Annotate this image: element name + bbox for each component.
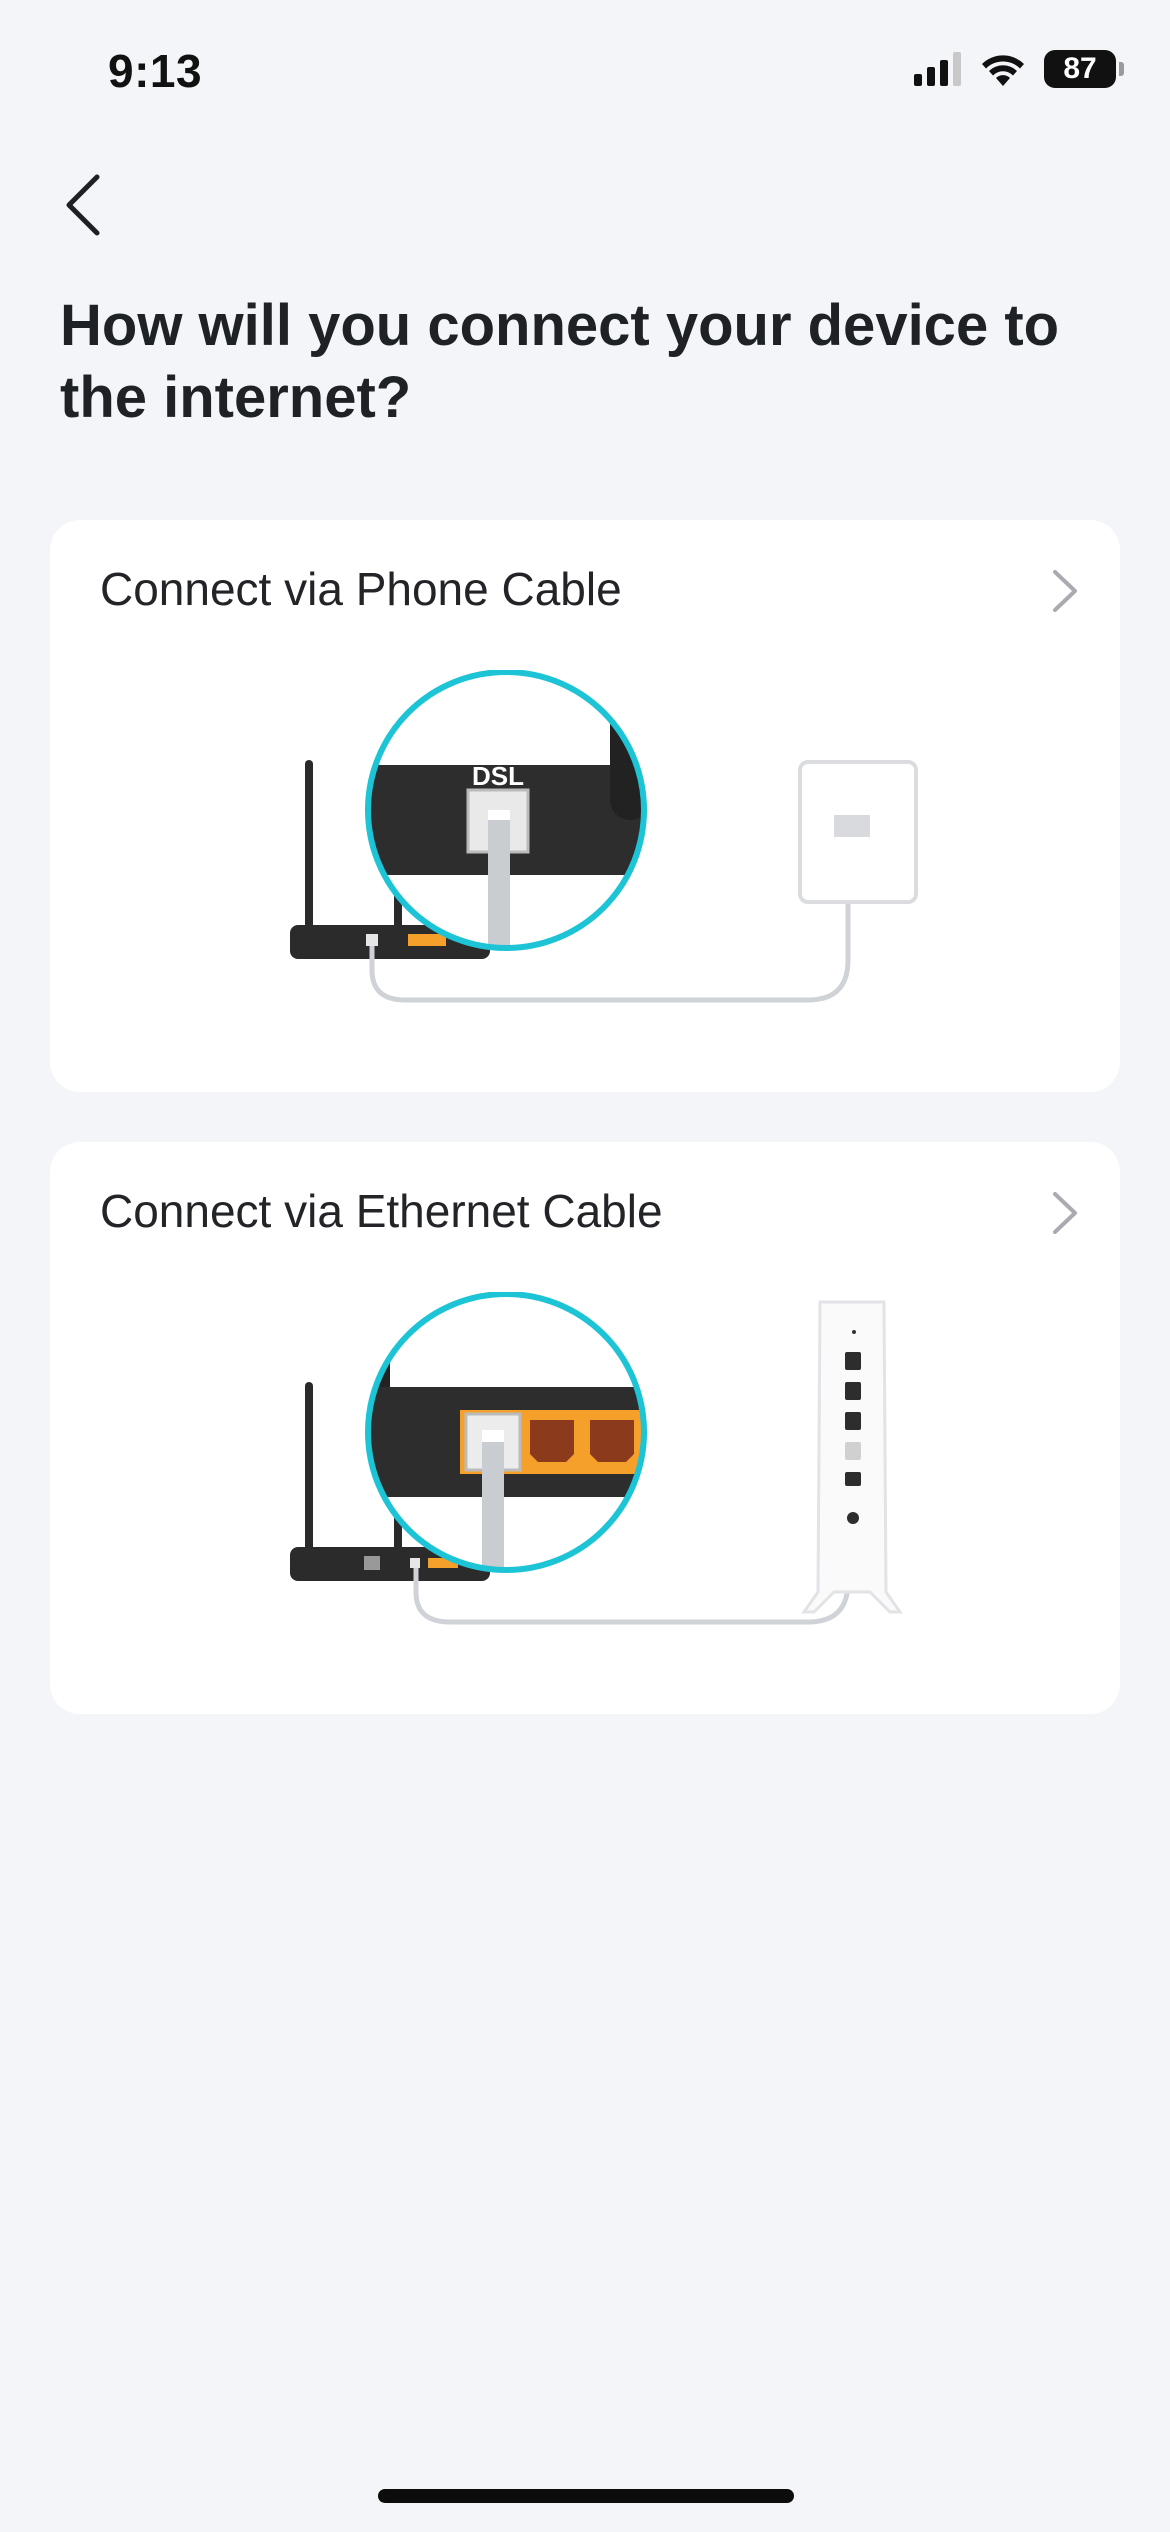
battery-level: 87 <box>1063 52 1097 85</box>
ethernet-cable-illustration <box>290 1292 903 1625</box>
status-time: 9:13 <box>108 45 203 97</box>
status-icons: 87 <box>914 50 1124 88</box>
status-bar: 9:13 87 <box>0 0 1170 150</box>
home-indicator[interactable] <box>378 2489 794 2503</box>
option-phone-cable[interactable]: Connect via Phone Cable DSL <box>50 520 1120 1092</box>
chevron-right-icon <box>1053 570 1077 612</box>
option-label: Connect via Phone Cable <box>100 563 622 615</box>
chevron-right-icon <box>1053 1192 1077 1234</box>
signal-icon <box>914 52 961 86</box>
wifi-icon <box>982 55 1024 86</box>
back-button[interactable] <box>48 170 118 240</box>
chevron-left-icon <box>66 174 100 236</box>
phone-cable-illustration: DSL <box>290 670 918 1003</box>
option-ethernet-cable[interactable]: Connect via Ethernet Cable <box>50 1142 1120 1714</box>
page-title: How will you connect your device to the … <box>60 293 1060 430</box>
battery-icon: 87 <box>1044 50 1124 88</box>
dsl-port-label: DSL <box>472 761 524 791</box>
option-label: Connect via Ethernet Cable <box>100 1185 663 1237</box>
